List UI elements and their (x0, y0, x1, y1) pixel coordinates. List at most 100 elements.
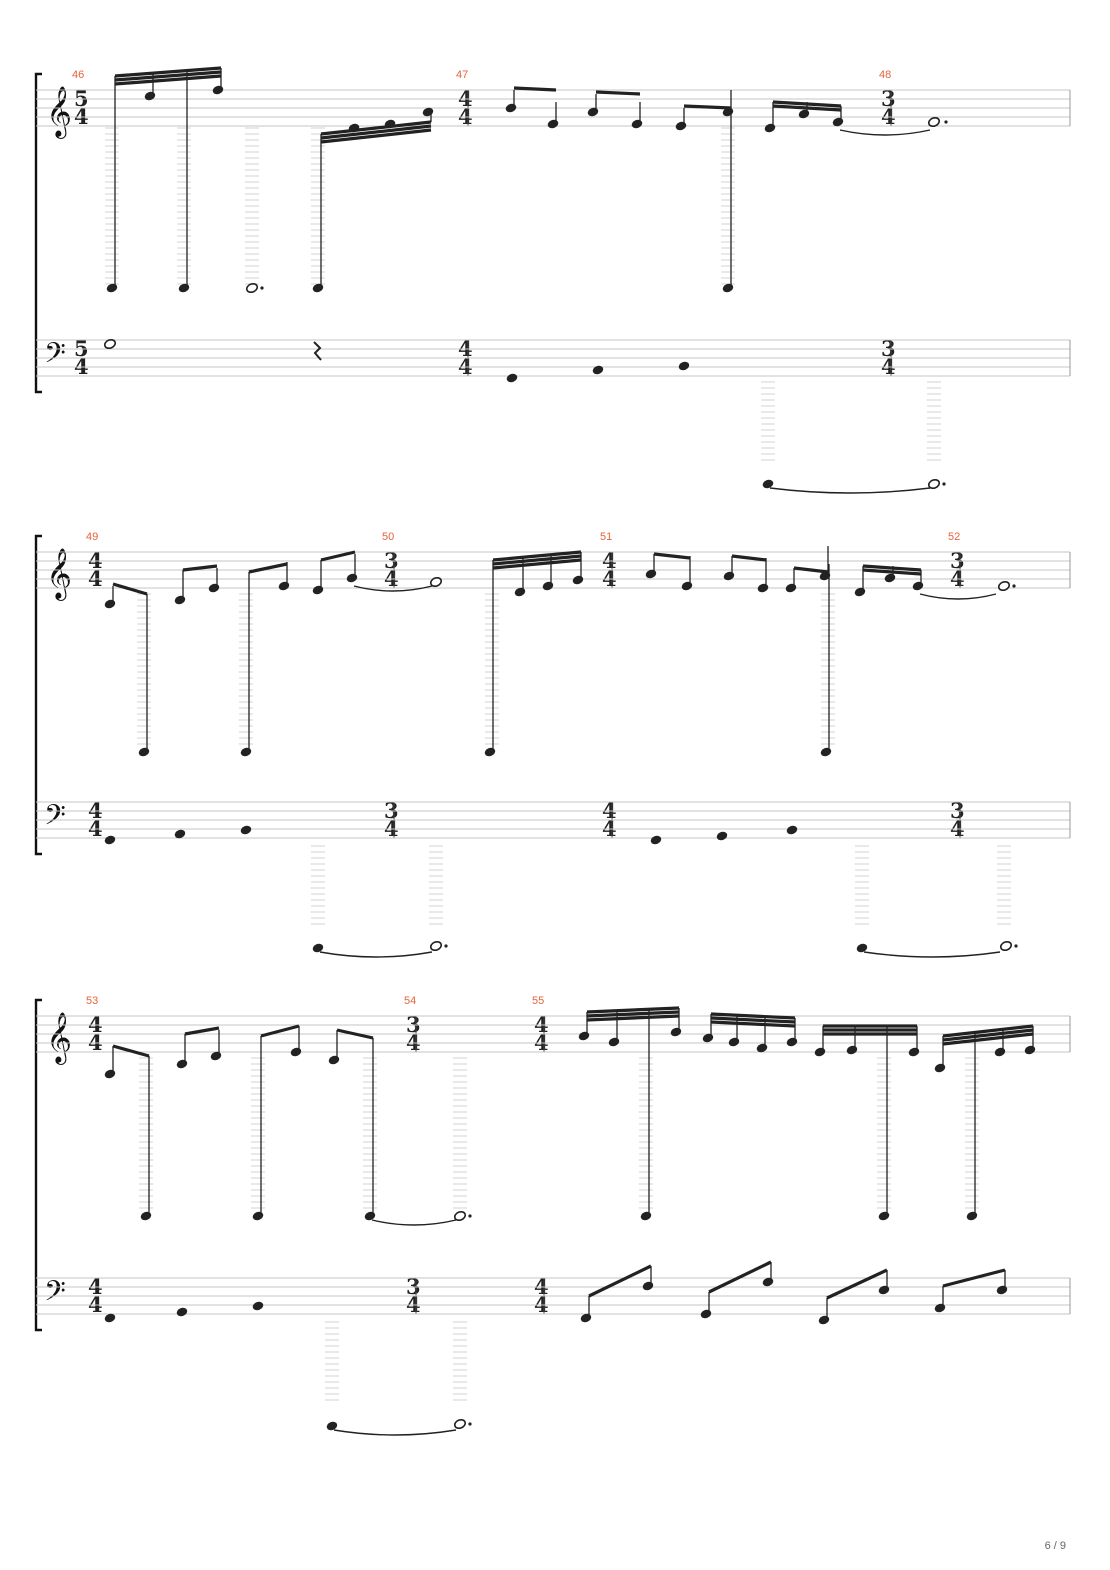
note-head (572, 575, 584, 585)
note-head (642, 1281, 654, 1291)
tie (919, 593, 997, 600)
beam (182, 564, 218, 572)
measure-number: 49 (86, 531, 98, 543)
measure-number: 51 (600, 531, 612, 543)
beam (710, 1016, 796, 1024)
note-head (934, 1063, 946, 1073)
beam (710, 1020, 796, 1028)
measure-number: 54 (404, 995, 416, 1007)
note-head (608, 1037, 620, 1047)
note-head (997, 580, 1011, 592)
beam (248, 562, 288, 574)
beam (492, 558, 582, 570)
system-bracket (34, 998, 42, 1332)
note-head (429, 940, 443, 952)
system-bracket (34, 72, 42, 394)
note-head (994, 1047, 1006, 1057)
note-head (326, 1421, 338, 1431)
note-head (798, 109, 810, 119)
beam (942, 1024, 1034, 1038)
beam (683, 104, 732, 110)
note-head (240, 747, 252, 757)
note-head (429, 576, 443, 588)
beam (588, 1264, 652, 1298)
note-head (278, 581, 290, 591)
augmentation-dot (1012, 584, 1016, 588)
beam (595, 90, 641, 96)
bass-clef: 𝄢 (44, 1275, 66, 1315)
note-head (934, 1303, 946, 1313)
note-head (578, 1031, 590, 1041)
note-head (328, 1055, 340, 1065)
beam (260, 1024, 300, 1038)
beam (114, 70, 222, 82)
augmentation-dot (468, 1214, 472, 1218)
note-head (592, 365, 604, 375)
note-head (174, 595, 186, 605)
note-head (631, 119, 643, 129)
note-head (104, 599, 116, 609)
beam (320, 124, 432, 140)
beam (184, 1026, 220, 1036)
note-head (700, 1309, 712, 1319)
tie (353, 585, 433, 592)
beam (772, 100, 842, 108)
note-head (757, 583, 769, 593)
note-head (1024, 1045, 1036, 1055)
note-head (878, 1211, 890, 1221)
measure-number: 55 (532, 995, 544, 1007)
augmentation-dot (468, 1422, 472, 1426)
note-head (764, 123, 776, 133)
note-head (675, 121, 687, 131)
note-head (996, 1285, 1008, 1295)
note-head (484, 747, 496, 757)
note-head (212, 85, 224, 95)
beam (793, 566, 829, 574)
notes-layer (103, 66, 1036, 1436)
note-head (252, 1301, 264, 1311)
augmentation-dot (1014, 944, 1018, 948)
note-head (140, 1211, 152, 1221)
page-number: 6 / 9 (1044, 1540, 1066, 1552)
bass-clef: 𝄢 (44, 337, 66, 377)
note-head (346, 573, 358, 583)
beam (772, 104, 842, 112)
note-head (681, 581, 693, 591)
note-head (814, 1047, 826, 1057)
note-head (927, 478, 941, 490)
note-head (678, 361, 690, 371)
treble-clef: 𝄞 (46, 548, 72, 601)
note-head (144, 91, 156, 101)
beam (653, 552, 691, 560)
measure-number: 50 (382, 531, 394, 543)
note-head (104, 1069, 116, 1079)
note-head (716, 831, 728, 841)
treble-staff (36, 551, 1071, 589)
beam (492, 554, 582, 566)
measure-number: 52 (948, 531, 960, 543)
beam (112, 582, 148, 596)
bass-clef: 𝄢 (44, 799, 66, 839)
note-head (786, 1037, 798, 1047)
beam (586, 1010, 680, 1018)
note-head (884, 573, 896, 583)
note-head (240, 825, 252, 835)
note-head (908, 1047, 920, 1057)
beam (336, 1028, 374, 1040)
beam (320, 550, 356, 562)
beam (862, 564, 922, 572)
beam (708, 1260, 772, 1294)
note-head (927, 116, 941, 128)
note-head (505, 103, 517, 113)
note-head (506, 373, 518, 383)
note-head (104, 835, 116, 845)
note-head (208, 583, 220, 593)
note-head (785, 583, 797, 593)
note-head (640, 1211, 652, 1221)
tie (319, 951, 433, 958)
note-head (650, 835, 662, 845)
note-head (728, 1037, 740, 1047)
note-head (846, 1045, 858, 1055)
bass-staff (36, 1277, 1071, 1315)
